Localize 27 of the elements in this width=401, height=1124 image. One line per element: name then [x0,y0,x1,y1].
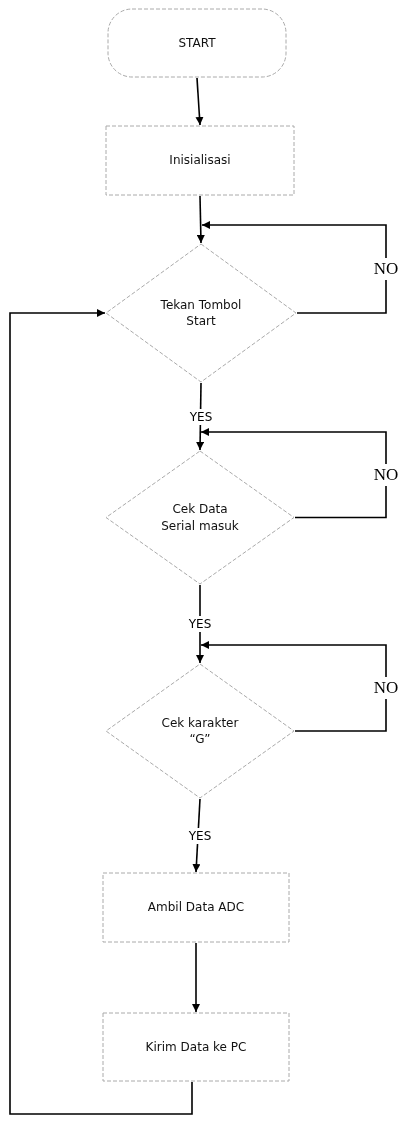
node-label: Tekan Tombol Start [159,296,243,330]
node-label: START [178,34,216,52]
edge-label: NO [371,463,401,486]
edge-label: YES [186,616,214,632]
arrow [9,309,193,1115]
node-label: Cek Data Serial masuk [160,501,240,534]
decision-diamond [105,450,295,585]
terminal-shape [107,8,287,78]
node-label: Kirim Data ke PC [145,1038,247,1056]
process-box [105,125,295,196]
decision-diamond [105,663,295,799]
process-box [102,872,290,943]
edge-label: NO [371,677,401,699]
node-label: Inisialisasi [169,152,231,169]
edge-label: YES [187,408,215,425]
process-box [102,1012,290,1082]
arrow [200,428,387,519]
edge-label: YES [186,827,214,844]
node-label: Ambil Data ADC [147,899,245,916]
decision-diamond [105,243,297,383]
arrow [192,942,200,1013]
arrow [196,195,205,244]
edge-label: NO [371,258,401,280]
arrow [195,77,204,126]
arrow [200,641,387,732]
node-label: Cek karakter “G” [160,714,240,748]
arrow [201,221,387,314]
